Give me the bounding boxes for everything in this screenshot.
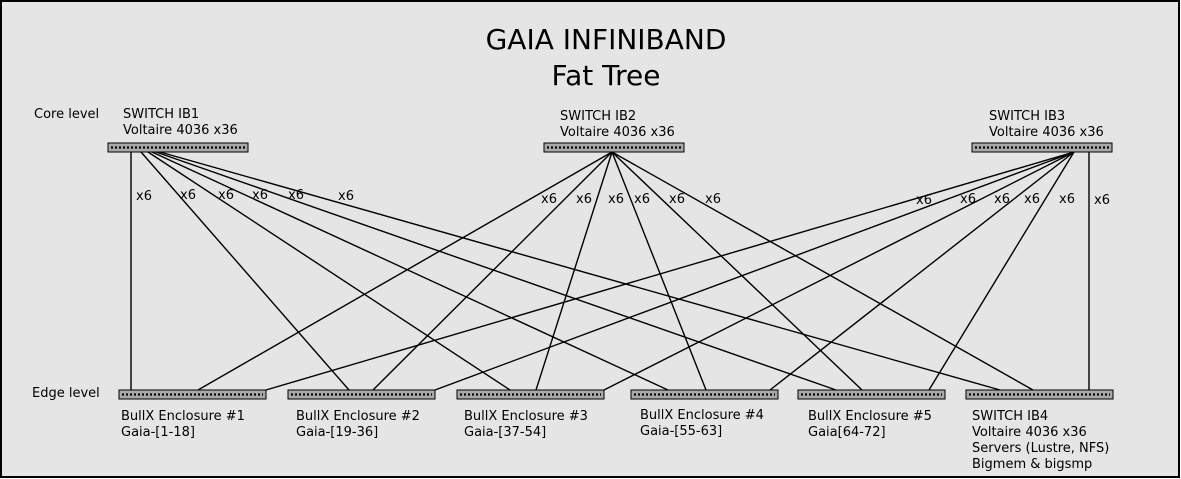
link-ib3-enc3: [603, 151, 1075, 391]
core-switch-bar-ib2: [543, 142, 685, 153]
edge-node-label-ib4-line3: Servers (Lustre, NFS): [972, 441, 1109, 456]
core-switch-name-ib1: SWITCH IB1: [123, 107, 199, 122]
core-switch-bar-ib3: [971, 142, 1113, 153]
core-switch-name-ib2: SWITCH IB2: [560, 109, 636, 124]
edge-node-bar-enc1: [118, 389, 267, 400]
edge-node-label-enc1-line1: BullX Enclosure #1: [121, 409, 245, 424]
multiplier-label: x6: [705, 192, 721, 207]
edge-node-label-ib4-line2: Voltaire 4036 x36: [972, 425, 1087, 440]
link-ib2-enc4: [611, 151, 707, 391]
link-ib1-enc3: [147, 151, 511, 391]
edge-node-label-enc5-line2: Gaia[64-72]: [808, 425, 886, 440]
edge-node-label-enc2-line1: BullX Enclosure #2: [296, 409, 420, 424]
multiplier-label: x6: [1059, 192, 1075, 207]
link-ib3-enc5: [928, 151, 1075, 391]
link-ib3-enc1: [265, 151, 1075, 391]
link-ib1-ib4: [159, 151, 1001, 391]
edge-node-label-enc5-line1: BullX Enclosure #5: [808, 409, 932, 424]
multiplier-label: x6: [180, 188, 196, 203]
multiplier-label: x6: [634, 192, 650, 207]
edge-node-label-enc2-line2: Gaia-[19-36]: [296, 425, 378, 440]
link-ib2-enc3: [535, 151, 613, 391]
switches-layer: [107, 142, 1114, 400]
multiplier-label: x6: [218, 188, 234, 203]
link-ib3-enc4: [769, 151, 1075, 391]
multiplier-label: x6: [1094, 193, 1110, 208]
link-ib1-enc5: [155, 151, 837, 391]
edge-node-label-ib4-line1: SWITCH IB4: [972, 409, 1048, 424]
multiplier-label: x6: [136, 189, 152, 204]
core-level-label: Core level: [34, 107, 99, 122]
multiplier-label: x6: [1024, 192, 1040, 207]
multiplier-label: x6: [994, 192, 1010, 207]
core-switch-model-ib2: Voltaire 4036 x36: [560, 125, 675, 140]
multiplier-label: x6: [608, 192, 624, 207]
edge-level-label: Edge level: [32, 386, 100, 401]
edge-node-bar-enc4: [630, 389, 779, 400]
multiplier-labels: x6 x6 x6 x6 x6 x6 x6 x6 x6 x6 x6 x6 x6 x6 x6 x6 x6 x6: [136, 188, 1110, 208]
multiplier-label: x6: [916, 193, 932, 208]
links-layer: [130, 151, 1090, 391]
multiplier-label: x6: [338, 189, 354, 204]
edge-node-label-enc4-line2: Gaia-[55-63]: [640, 424, 722, 439]
multiplier-label: x6: [541, 192, 557, 207]
diagram-title-line2: Fat Tree: [552, 59, 661, 92]
diagram-title-line1: GAIA INFINIBAND: [486, 23, 727, 56]
link-ib2-enc1: [197, 151, 613, 391]
link-ib2-enc2: [372, 151, 613, 391]
edge-node-label-enc3-line1: BullX Enclosure #3: [464, 409, 588, 424]
edge-node-bar-enc3: [456, 389, 605, 400]
edge-node-bar-ib4: [965, 389, 1114, 400]
multiplier-label: x6: [252, 188, 268, 203]
multiplier-label: x6: [288, 188, 304, 203]
link-ib1-enc4: [151, 151, 669, 391]
multiplier-label: x6: [576, 192, 592, 207]
multiplier-label: x6: [669, 192, 685, 207]
edge-node-bar-enc5: [797, 389, 946, 400]
edge-node-label-ib4-line4: Bigmem & bigsmp: [972, 457, 1092, 472]
link-ib1-enc2: [140, 151, 350, 391]
multiplier-label: x6: [960, 192, 976, 207]
core-switch-name-ib3: SWITCH IB3: [989, 109, 1065, 124]
core-switch-model-ib3: Voltaire 4036 x36: [989, 125, 1104, 140]
edge-node-label-enc1-line2: Gaia-[1-18]: [121, 425, 195, 440]
edge-node-label-enc3-line2: Gaia-[37-54]: [464, 425, 546, 440]
core-switch-model-ib1: Voltaire 4036 x36: [123, 123, 238, 138]
core-switch-bar-ib1: [107, 142, 249, 153]
edge-node-bar-enc2: [287, 389, 436, 400]
link-ib2-ib4: [611, 151, 1034, 391]
link-ib3-enc2: [434, 151, 1075, 391]
edge-node-label-enc4-line1: BullX Enclosure #4: [640, 408, 764, 423]
